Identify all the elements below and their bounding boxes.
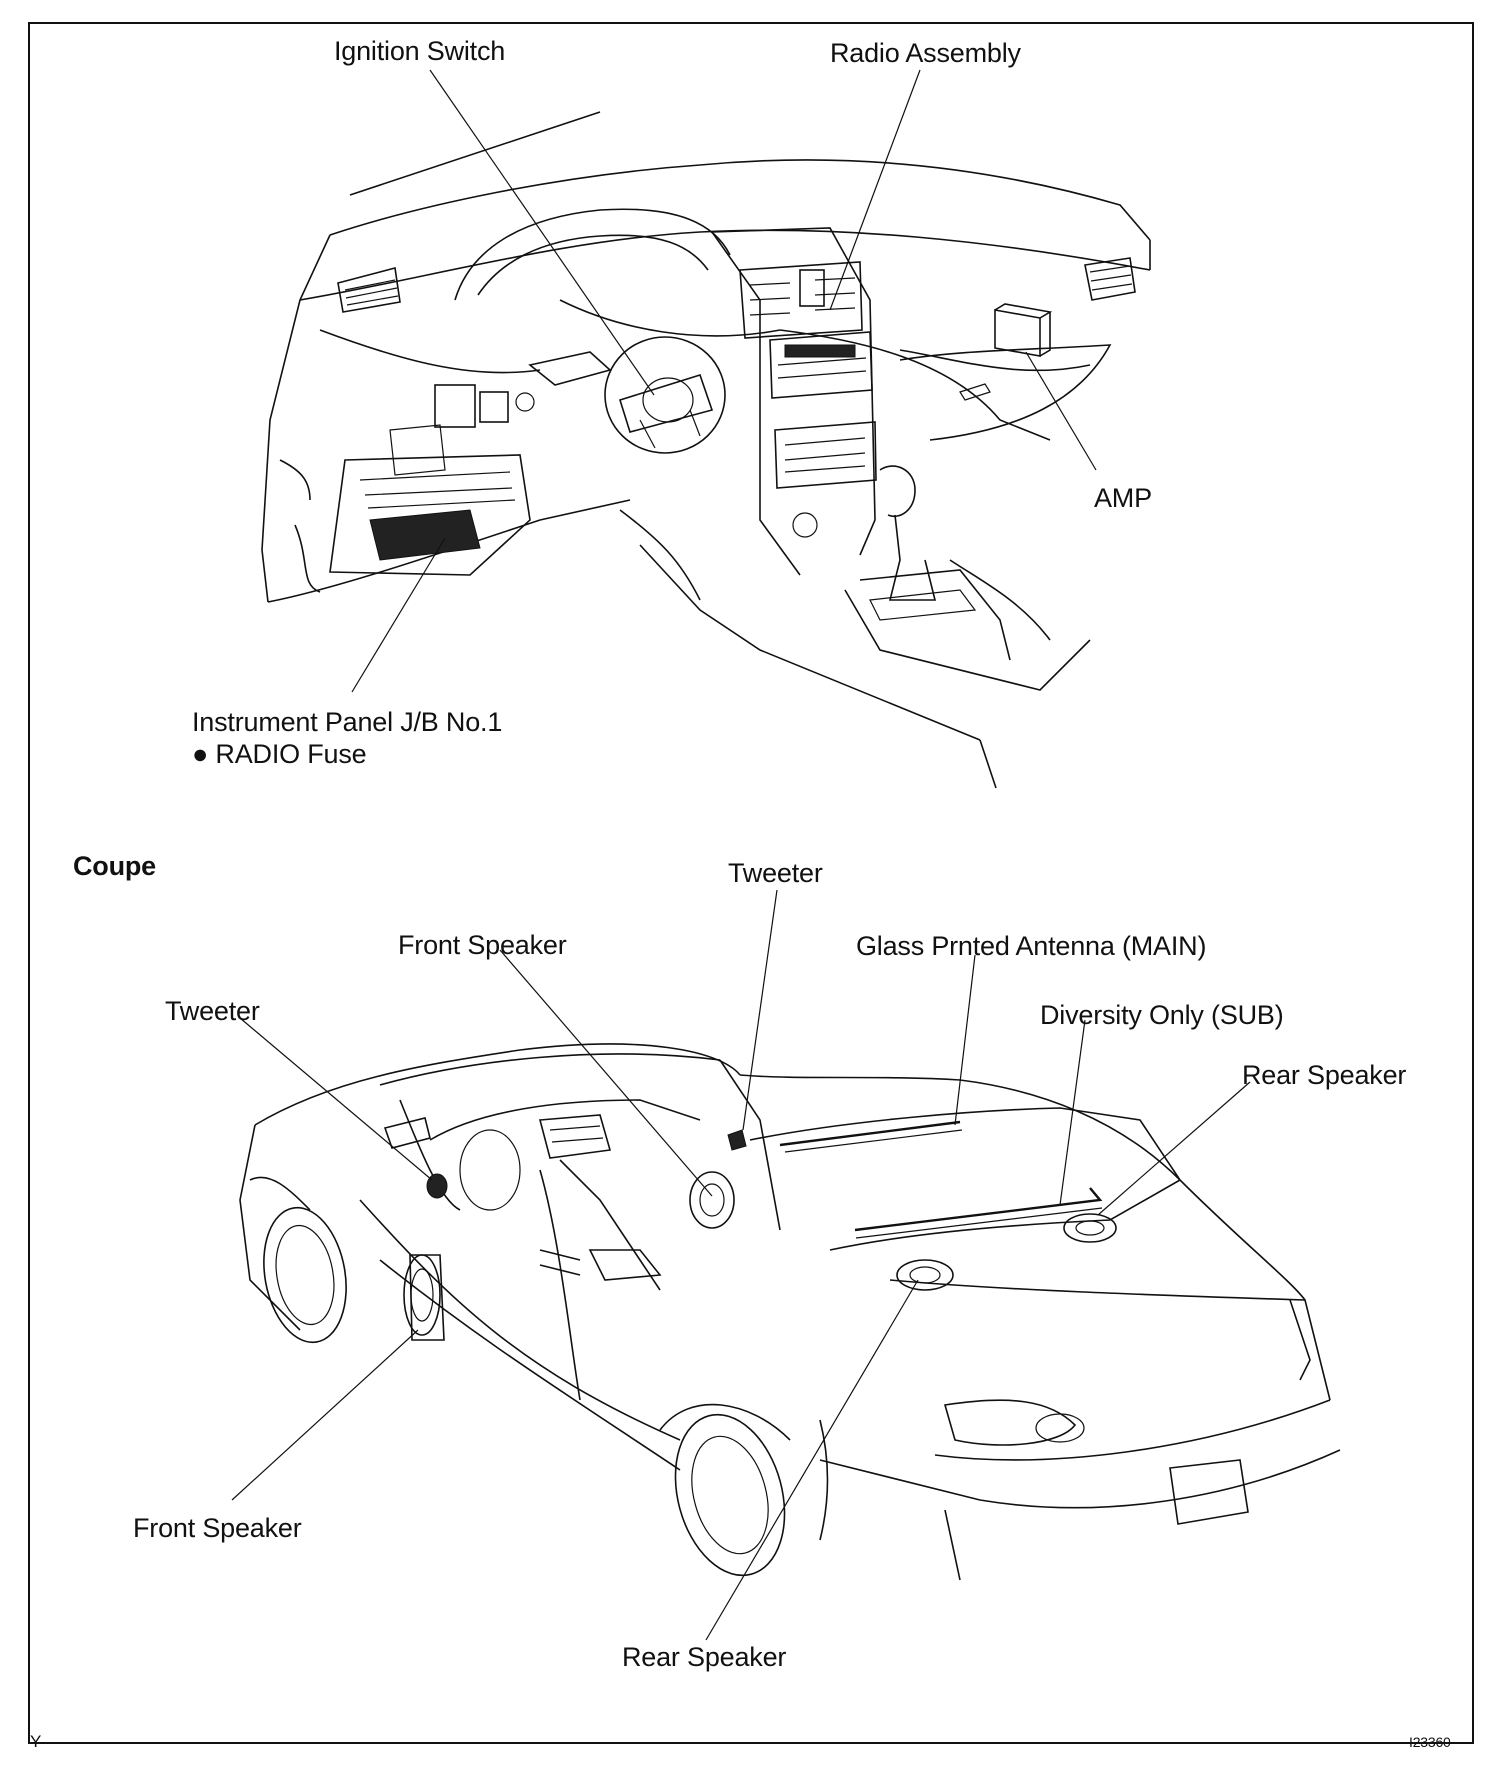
label-amp: AMP [1094, 483, 1152, 513]
diagram-frame [28, 22, 1474, 1744]
corner-mark: Y [30, 1732, 42, 1751]
label-front-speaker-top: Front Speaker [398, 930, 567, 960]
coupe-leader-lines [231, 889, 1251, 1641]
label-radio-assembly: Radio Assembly [830, 38, 1021, 68]
label-tweeter-right: Tweeter [728, 858, 823, 888]
label-rear-speaker-right: Rear Speaker [1242, 1060, 1407, 1090]
label-tweeter-left: Tweeter [165, 996, 260, 1026]
section-title-coupe: Coupe [73, 851, 156, 881]
label-ignition-switch: Ignition Switch [334, 36, 506, 66]
label-front-speaker-bottom: Front Speaker [133, 1513, 302, 1543]
label-rear-speaker-bottom: Rear Speaker [622, 1642, 787, 1672]
coupe-illustration [239, 1043, 1341, 1581]
label-antenna-sub: Diversity Only (SUB) [1040, 1000, 1284, 1030]
label-antenna-main: Glass Prnted Antenna (MAIN) [856, 931, 1207, 961]
dashboard-illustration [261, 111, 1151, 789]
figure-code: I23360 [1409, 1734, 1451, 1750]
dashboard-leader-lines [351, 69, 1097, 693]
label-junction-block: Instrument Panel J/B No.1 [192, 707, 503, 737]
label-radio-fuse: ● RADIO Fuse [192, 739, 367, 769]
